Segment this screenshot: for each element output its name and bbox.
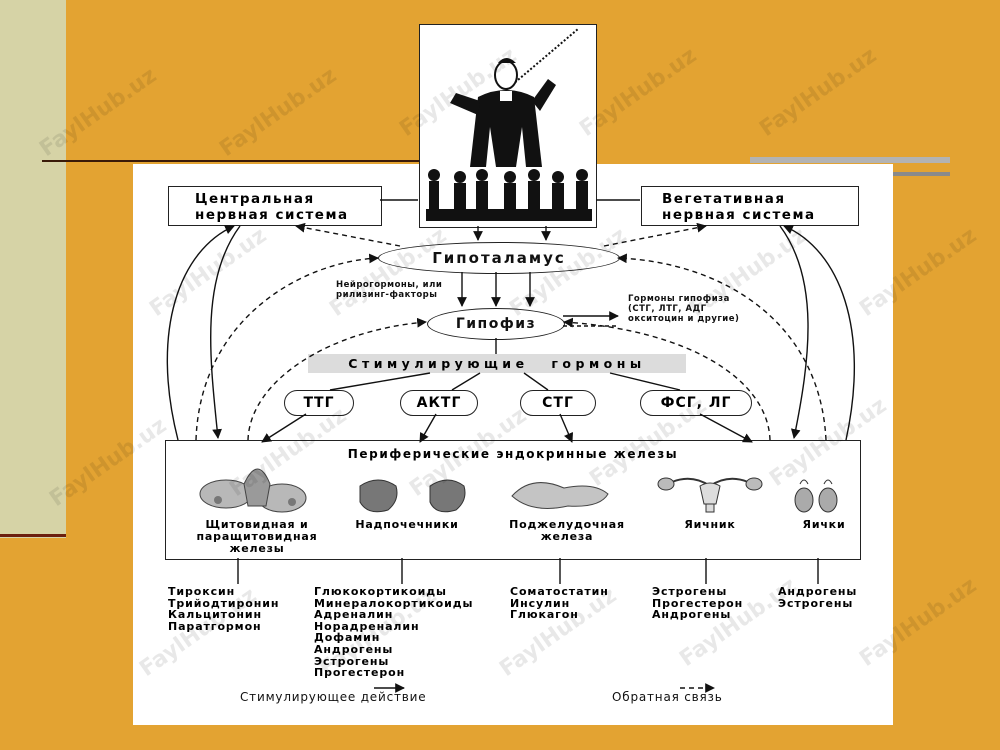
hormone-item: Прогестерон: [314, 666, 406, 680]
gland-name-ovary: Яичник: [684, 518, 736, 531]
hormone-item: Прогестерон: [652, 596, 744, 610]
pituitary-note-line3: окситоцин и другие): [628, 314, 740, 324]
hypothalamus-node: Гипоталамус: [378, 242, 620, 274]
top-rule-left: [42, 160, 420, 162]
stimulating-hormones-bar: Стимулирующие гормоны: [308, 354, 686, 373]
gland-name-thyroid: Щитовидная и паращитовидная железы: [182, 519, 332, 555]
conductor-illustration: [426, 28, 592, 221]
hormone-item: Тироксин: [168, 585, 236, 598]
left-decor-line: [0, 534, 66, 537]
gland-name-pancreas-line1: Поджелудочная: [509, 518, 625, 531]
hormone-item: Минералокортикоиды: [314, 596, 474, 610]
hormones-thyroid: Тироксин Трийодтиронин Кальцитонин Парат…: [168, 586, 279, 632]
hormones-adrenal: Глюкокортикоиды Минералокортикоиды Адрен…: [314, 586, 473, 679]
pill-fsg-lg: ФСГ, ЛГ: [640, 390, 752, 416]
gland-name-thyroid-line1: Щитовидная и: [205, 518, 309, 531]
hormones-pancreas: Соматостатин Инсулин Глюкагон: [510, 586, 609, 621]
gland-name-adrenal: Надпочечники: [355, 518, 459, 531]
hormone-item: Дофамин: [314, 631, 381, 645]
hormone-item: Глюкокортикоиды: [314, 585, 447, 598]
ans-label-line1: Вегетативная: [662, 191, 786, 207]
hormone-item: Соматостатин: [510, 585, 609, 598]
hormone-item: Андрогены: [652, 608, 732, 622]
watermark: FaylHub.uz: [215, 63, 342, 162]
gland-name-pancreas-line2: железа: [540, 530, 594, 543]
peripheral-glands-title: Периферические эндокринные железы: [347, 447, 679, 461]
top-rule-right: [750, 157, 950, 163]
pill-aktg: АКТГ: [400, 390, 478, 416]
hormone-item: Андрогены: [314, 642, 394, 656]
gland-name-thyroid-line3: железы: [229, 542, 285, 555]
hormone-item: Эстрогены: [652, 585, 728, 598]
hormone-item: Эстрогены: [314, 654, 390, 668]
cns-box: Центральная нервная система: [168, 186, 382, 226]
hormone-item: Инсулин: [510, 596, 571, 610]
hormones-testes: Андрогены Эстрогены: [778, 586, 857, 609]
hormone-item: Кальцитонин: [168, 608, 263, 622]
pituitary-note-line2: (СТГ, ЛТГ, АДГ: [628, 304, 707, 314]
hormone-item: Адреналин: [314, 608, 394, 622]
legend-feedback-label: Обратная связь: [612, 690, 723, 704]
neurohormones-note-line1: Нейрогормоны, или: [336, 280, 443, 290]
hormone-item: Трийодтиронин: [168, 596, 280, 610]
hormone-item: Паратгормон: [168, 619, 262, 633]
gland-name-thyroid-line2: паращитовидная: [196, 530, 318, 543]
hormone-item: Глюкагон: [510, 608, 579, 622]
pituitary-node: Гипофиз: [427, 308, 565, 340]
hormones-ovary: Эстрогены Прогестерон Андрогены: [652, 586, 743, 621]
pill-ttg: ТТГ: [284, 390, 354, 416]
pituitary-hormones-note: Гормоны гипофиза (СТГ, ЛТГ, АДГ окситоци…: [628, 294, 739, 324]
conductor-orchestra-image: [419, 24, 597, 228]
hormone-item: Норадреналин: [314, 619, 420, 633]
watermark: FaylHub.uz: [755, 43, 882, 142]
ans-box: Вегетативная нервная система: [641, 186, 859, 226]
cns-label-line1: Центральная: [195, 191, 315, 207]
neurohormones-note: Нейрогормоны, или рилизинг-факторы: [336, 280, 442, 300]
legend-stimulating-label: Стимулирующее действие: [240, 690, 427, 704]
hormone-item: Эстрогены: [778, 596, 854, 610]
cns-label-line2: нервная система: [195, 207, 349, 223]
left-decor-band: [0, 0, 66, 538]
ans-label-line2: нервная система: [662, 207, 816, 223]
pituitary-note-line1: Гормоны гипофиза: [628, 294, 730, 304]
neurohormones-note-line2: рилизинг-факторы: [336, 290, 438, 300]
gland-name-pancreas: Поджелудочная железа: [508, 519, 626, 543]
gland-name-testes: Яички: [802, 518, 846, 531]
pill-stg: СТГ: [520, 390, 596, 416]
hormone-item: Андрогены: [778, 585, 858, 598]
